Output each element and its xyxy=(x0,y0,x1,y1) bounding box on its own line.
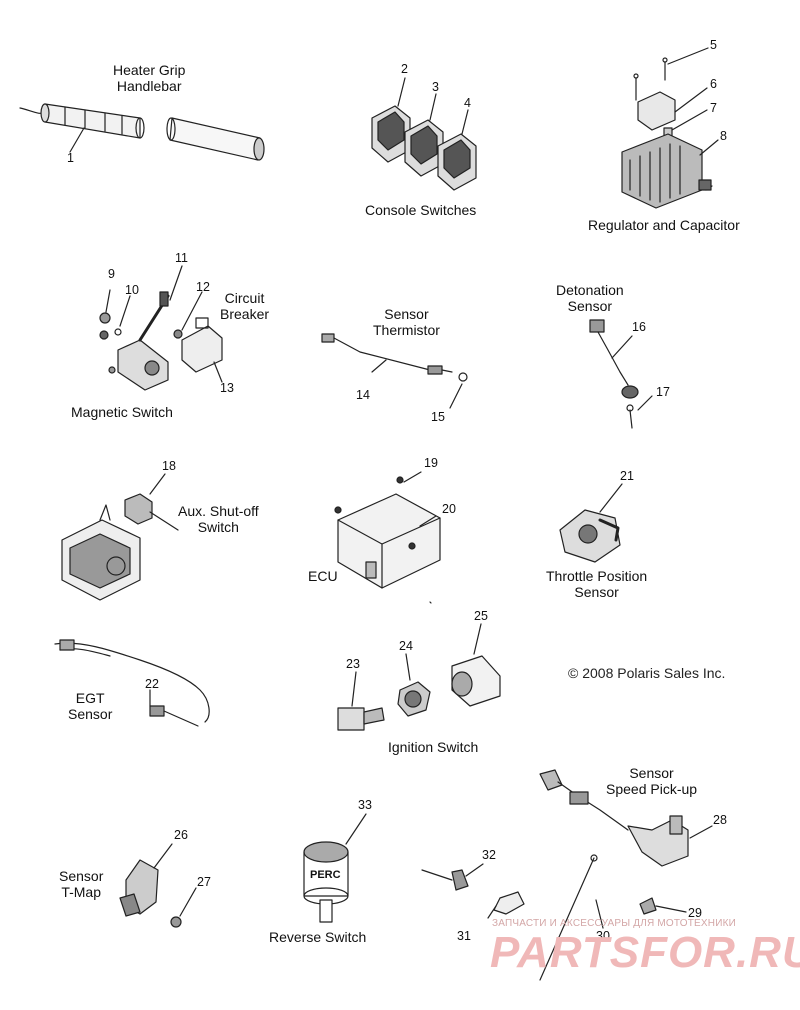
tmap-sensor-part xyxy=(119,843,197,928)
part-number-26: 26 xyxy=(174,828,188,842)
part-number-28: 28 xyxy=(713,813,727,827)
part-number-4: 4 xyxy=(464,96,471,110)
part-number-31: 31 xyxy=(457,929,471,943)
part-number-33: 33 xyxy=(358,798,372,812)
label-sensor-thermistor: Sensor Thermistor xyxy=(373,306,440,338)
part-number-14: 14 xyxy=(356,388,370,402)
part-number-10: 10 xyxy=(125,283,139,297)
throttle-position-part xyxy=(559,483,623,563)
part-number-13: 13 xyxy=(220,381,234,395)
part-number-32: 32 xyxy=(482,848,496,862)
part-number-7: 7 xyxy=(710,101,717,115)
label-regulator: Regulator and Capacitor xyxy=(588,217,740,233)
part-number-23: 23 xyxy=(346,657,360,671)
egt-sensor-part xyxy=(54,639,210,727)
detonation-sensor-part xyxy=(589,319,653,429)
part-number-24: 24 xyxy=(399,639,413,653)
label-aux-shutoff: Aux. Shut-off Switch xyxy=(178,503,259,535)
label-console-switches: Console Switches xyxy=(365,202,477,218)
label-ignition-switch: Ignition Switch xyxy=(388,739,479,755)
sensor-thermistor-part xyxy=(321,333,468,409)
heater-grip-part xyxy=(19,103,265,161)
part-number-30: 30 xyxy=(596,929,610,943)
part-number-19: 19 xyxy=(424,456,438,470)
part-number-25: 25 xyxy=(474,609,488,623)
part-number-9: 9 xyxy=(108,267,115,281)
magnetic-switch-part xyxy=(99,265,223,391)
part-number-5: 5 xyxy=(710,38,717,52)
watermark-caption: ЗАПЧАСТИ И АКСЕССУАРЫ ДЛЯ МОТОТЕХНИКИ xyxy=(492,918,737,929)
part-number-15: 15 xyxy=(431,410,445,424)
part-number-12: 12 xyxy=(196,280,210,294)
part-number-2: 2 xyxy=(401,62,408,76)
perc-marking: PERC xyxy=(310,869,341,881)
label-tmap: Sensor T-Map xyxy=(59,868,104,900)
part-number-17: 17 xyxy=(656,385,670,399)
ecu-part xyxy=(334,471,441,589)
label-magnetic-switch: Magnetic Switch xyxy=(71,404,173,420)
pin-bracket-part xyxy=(421,863,525,919)
label-detonation-sensor: Detonation Sensor xyxy=(556,282,624,314)
part-number-27: 27 xyxy=(197,875,211,889)
speed-pickup-part xyxy=(539,769,713,981)
aux-shutoff-part xyxy=(61,473,179,601)
part-number-29: 29 xyxy=(688,906,702,920)
watermark-brand: PARTSFOR.RU xyxy=(490,928,800,977)
label-speed-pickup: Sensor Speed Pick-up xyxy=(606,765,698,797)
part-number-16: 16 xyxy=(632,320,646,334)
label-throttle-position: Throttle Position Sensor xyxy=(546,568,648,600)
label-reverse-switch: Reverse Switch xyxy=(269,929,367,945)
ignition-switch-part xyxy=(337,623,501,731)
part-number-3: 3 xyxy=(432,80,439,94)
copyright-text: © 2008 Polaris Sales Inc. xyxy=(568,665,726,681)
label-egt-sensor: EGT Sensor xyxy=(68,690,113,722)
part-number-20: 20 xyxy=(442,502,456,516)
part-number-6: 6 xyxy=(710,77,717,91)
regulator-part xyxy=(621,47,719,209)
part-number-11: 11 xyxy=(175,251,188,265)
part-number-8: 8 xyxy=(720,129,727,143)
label-circuit-breaker: Circuit Breaker xyxy=(220,290,270,322)
part-number-21: 21 xyxy=(620,469,634,483)
part-number-18: 18 xyxy=(162,459,176,473)
label-heater-grip: Heater Grip Handlebar xyxy=(113,62,186,94)
label-ecu: ECU xyxy=(308,568,338,584)
part-number-22: 22 xyxy=(145,677,159,691)
reverse-switch-part xyxy=(303,813,367,923)
part-number-1: 1 xyxy=(67,151,74,165)
console-switches-part xyxy=(371,77,477,191)
